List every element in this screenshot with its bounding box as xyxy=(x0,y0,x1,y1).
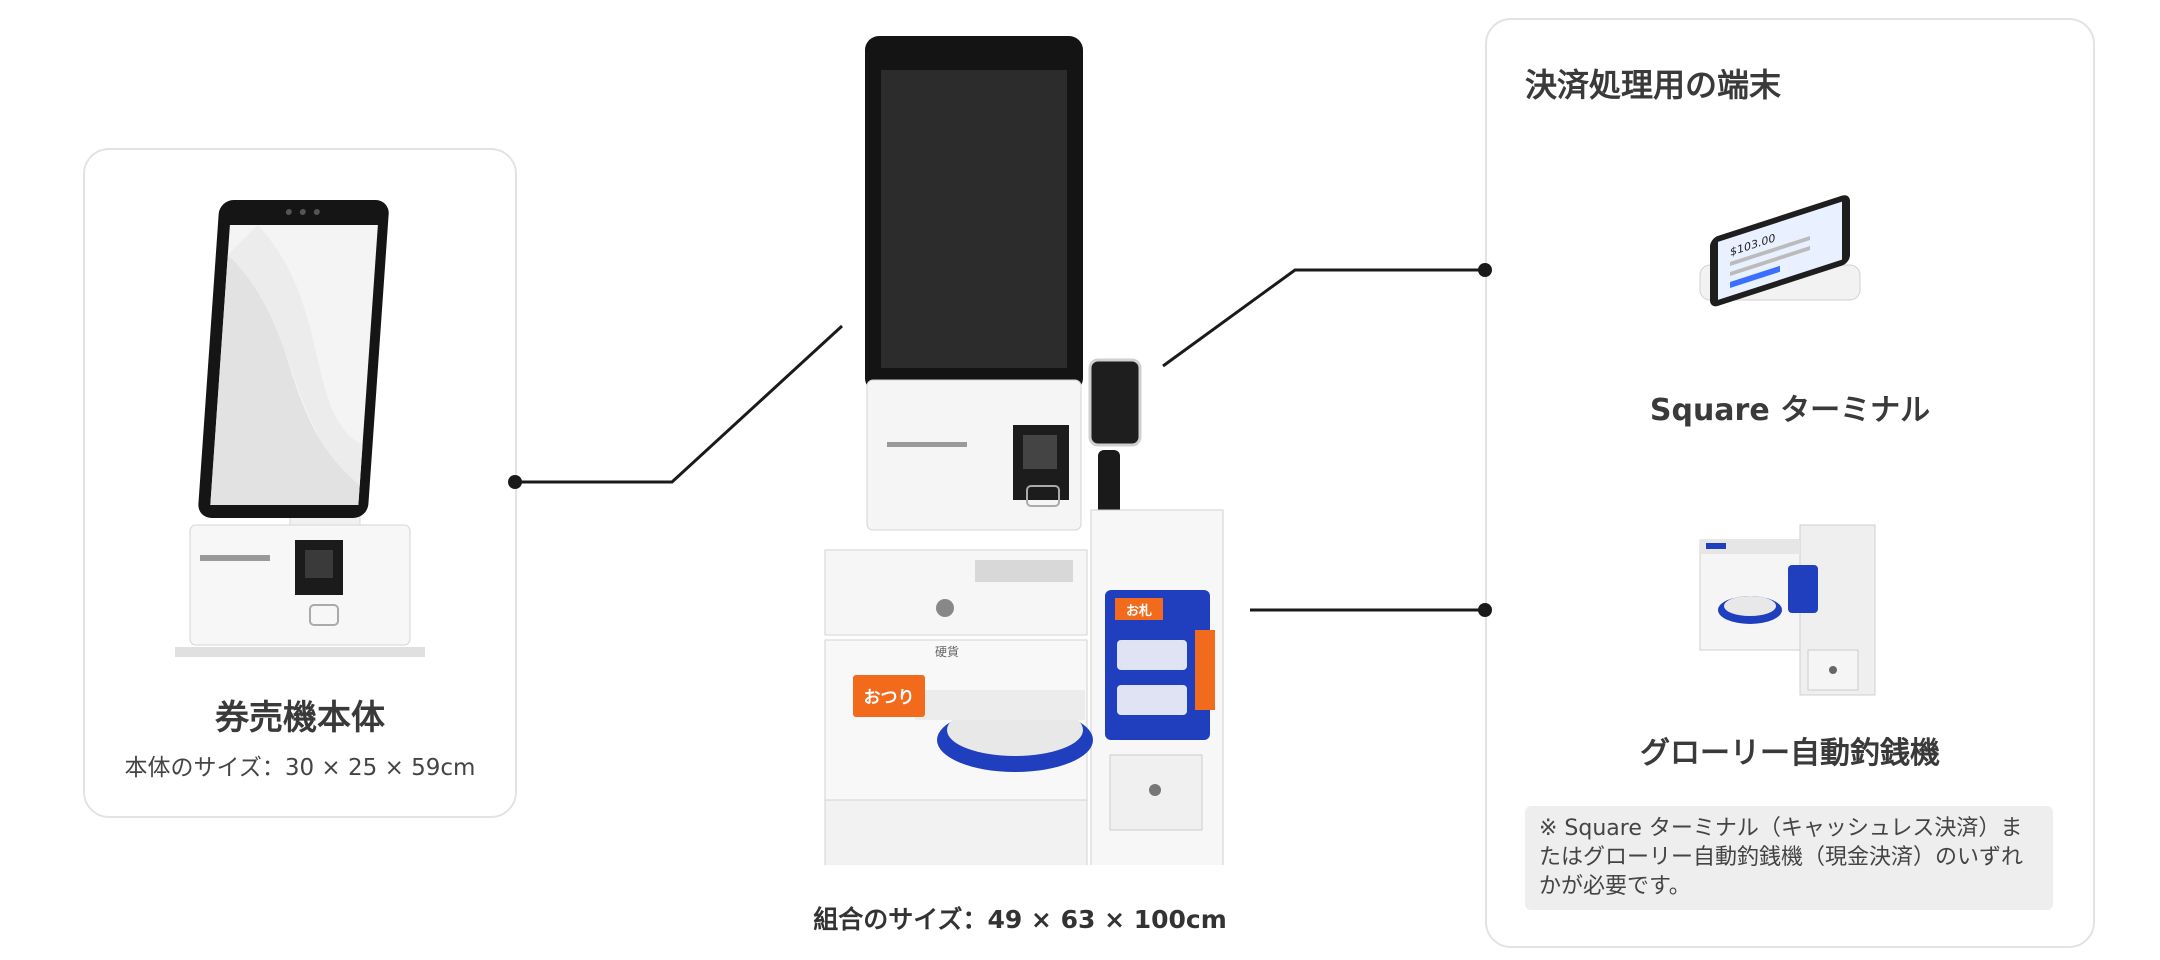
combined-size: 組合のサイズ：49 × 63 × 100cm xyxy=(813,905,1227,934)
square-terminal-image: $103.00 xyxy=(1699,195,1861,307)
connector-left xyxy=(515,324,844,484)
payment-terminals-heading: 決済処理用の端末 xyxy=(1525,66,1782,104)
ticket-machine-title: 券売機本体 xyxy=(215,698,385,738)
connector-square-dot xyxy=(1478,263,1492,277)
requirement-note: ※ Square ターミナル（キャッシュレス決済）またはグローリー自動釣銭機（現… xyxy=(1525,806,2053,910)
coins-sign-text: 硬貨 xyxy=(935,644,959,659)
connector-square xyxy=(1162,268,1485,368)
change-sign-text: おつり xyxy=(864,688,915,708)
square-terminal-label: Square ターミナル xyxy=(1649,393,1931,428)
ticket-machine-image xyxy=(175,200,425,657)
combined-machine-image: おつり 硬貨 お札 xyxy=(824,36,1224,865)
glory-machine-label: グローリー自動釣銭機 xyxy=(1640,736,1940,771)
connector-left-dot xyxy=(508,475,522,489)
connector-glory-dot xyxy=(1478,603,1492,617)
bills-sign-text: お札 xyxy=(1126,603,1152,619)
glory-change-machine-image xyxy=(1699,524,1876,696)
payment-terminal-card xyxy=(1485,18,2095,948)
ticket-machine-size: 本体のサイズ：30 × 25 × 59cm xyxy=(124,755,476,781)
